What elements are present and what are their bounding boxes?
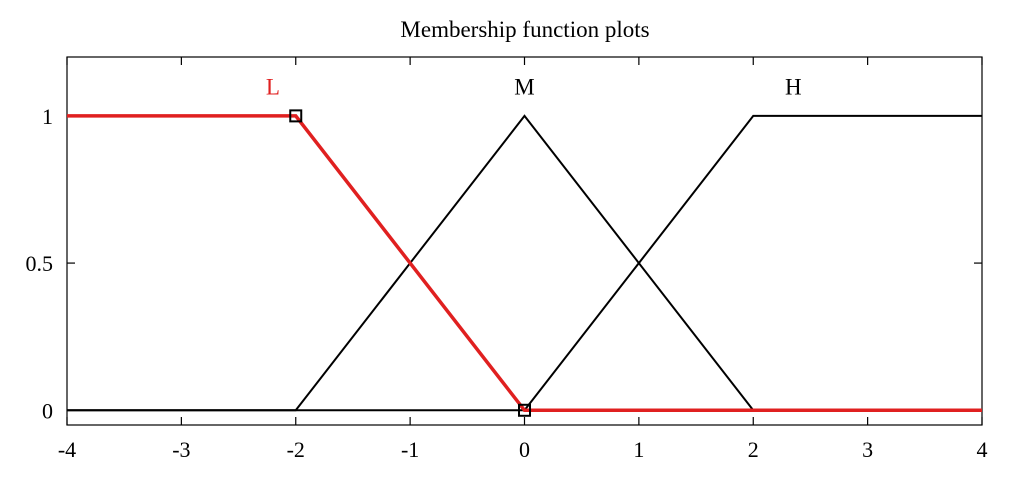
x-axis-ticks: -4 -3 -2 -1 0 1 2 3 4: [58, 57, 988, 462]
x-tick-label: -2: [287, 437, 305, 462]
series-line-h[interactable]: [67, 114, 982, 412]
x-tick-label: -1: [401, 437, 419, 462]
x-tick-label: -3: [172, 437, 190, 462]
y-tick-label: 0.5: [26, 251, 54, 276]
series-layer: [67, 114, 982, 413]
series-label-m: M: [514, 74, 534, 99]
x-tick-label: 4: [977, 437, 988, 462]
series-label-l: L: [266, 74, 280, 99]
x-tick-label: 3: [862, 437, 873, 462]
chart-title: Membership function plots: [400, 17, 649, 42]
plot-frame: [66, 56, 983, 426]
x-tick-label: 0: [519, 437, 530, 462]
series-line-l[interactable]: [67, 114, 982, 413]
y-tick-label: 0: [42, 398, 53, 423]
x-tick-label: -4: [58, 437, 76, 462]
series-label-h: H: [785, 74, 802, 99]
x-tick-label: 1: [633, 437, 644, 462]
series-point-marker[interactable]: [289, 109, 303, 123]
series-point-marker[interactable]: [518, 403, 531, 417]
series-line-m[interactable]: [67, 114, 982, 412]
marker-layer: [289, 109, 531, 417]
y-tick-label: 1: [42, 104, 53, 129]
y-axis-ticks: 00.51: [26, 104, 982, 423]
x-tick-label: 2: [748, 437, 759, 462]
